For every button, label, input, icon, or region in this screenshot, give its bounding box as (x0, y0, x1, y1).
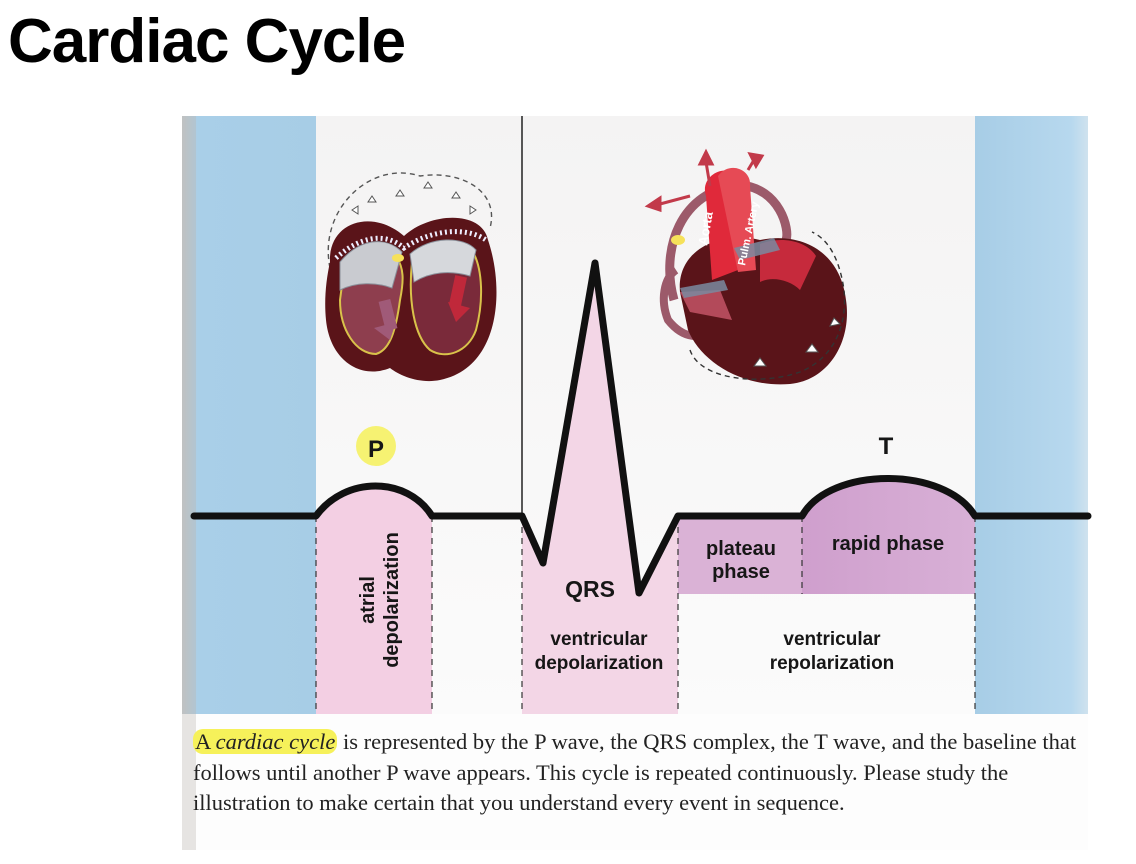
ventricular-repol-line2: repolarization (770, 653, 895, 674)
atrial-label-line2: depolarization (381, 532, 403, 668)
left-blue-panel (182, 116, 316, 714)
p-wave-label: P (368, 436, 384, 463)
plateau-label-line2: phase (712, 561, 770, 583)
ventricular-depol-line2: depolarization (535, 653, 664, 674)
figure-caption: A cardiac cycle is represented by the P … (193, 727, 1093, 819)
right-blue-panel (975, 116, 1088, 714)
atrial-label-line1: atrial (357, 576, 379, 624)
rapid-phase-label: rapid phase (832, 533, 944, 555)
t-wave-label: T (879, 433, 894, 460)
ventricular-depol-line1: ventricular (550, 629, 648, 650)
plateau-label-line1: plateau (706, 538, 776, 560)
caption-highlighted-term: A cardiac cycle (193, 729, 337, 754)
ventricular-repol-line1: ventricular (783, 629, 881, 650)
qrs-label: QRS (565, 576, 615, 602)
caption-article: A (195, 729, 210, 754)
caption-term: cardiac cycle (216, 729, 336, 754)
